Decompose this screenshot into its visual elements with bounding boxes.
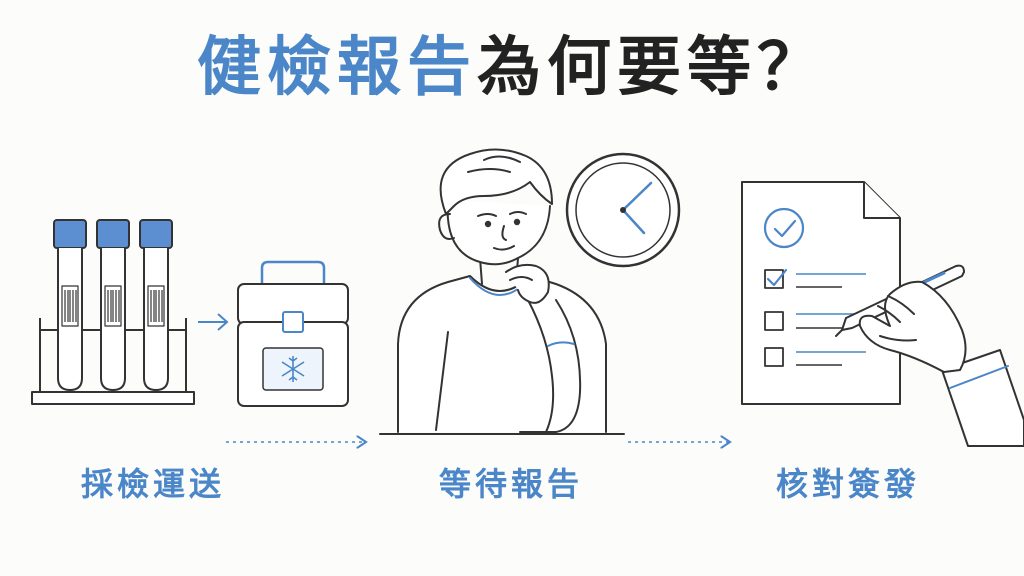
test-tube-icon — [53, 219, 87, 391]
hand-with-pen-icon — [835, 264, 1024, 447]
unchecked-checkbox-icon — [764, 311, 784, 331]
clock-icon — [565, 152, 681, 268]
snowflake-icon — [281, 356, 305, 382]
step-label-sampling: 採檢運送 — [80, 465, 225, 503]
step-label-signing: 核對簽發 — [775, 465, 920, 503]
test-tube-icon — [139, 219, 173, 391]
step-label-waiting: 等待報告 — [438, 465, 583, 503]
arrow-right-icon — [198, 313, 229, 331]
page-title: 健檢報告為何要等？ — [0, 28, 1024, 108]
test-tube-icon — [96, 219, 130, 391]
checked-checkbox-icon — [764, 268, 788, 289]
checklist-document-icon — [741, 181, 901, 405]
title-rest: 為何要等？ — [477, 31, 827, 105]
cooler-box-icon — [237, 260, 349, 407]
thinking-person-icon — [379, 148, 625, 435]
test-tube-rack-icon — [31, 219, 195, 405]
title-highlight: 健檢報告 — [197, 31, 477, 105]
check-circle-icon — [763, 207, 805, 249]
unchecked-checkbox-icon — [764, 347, 784, 367]
